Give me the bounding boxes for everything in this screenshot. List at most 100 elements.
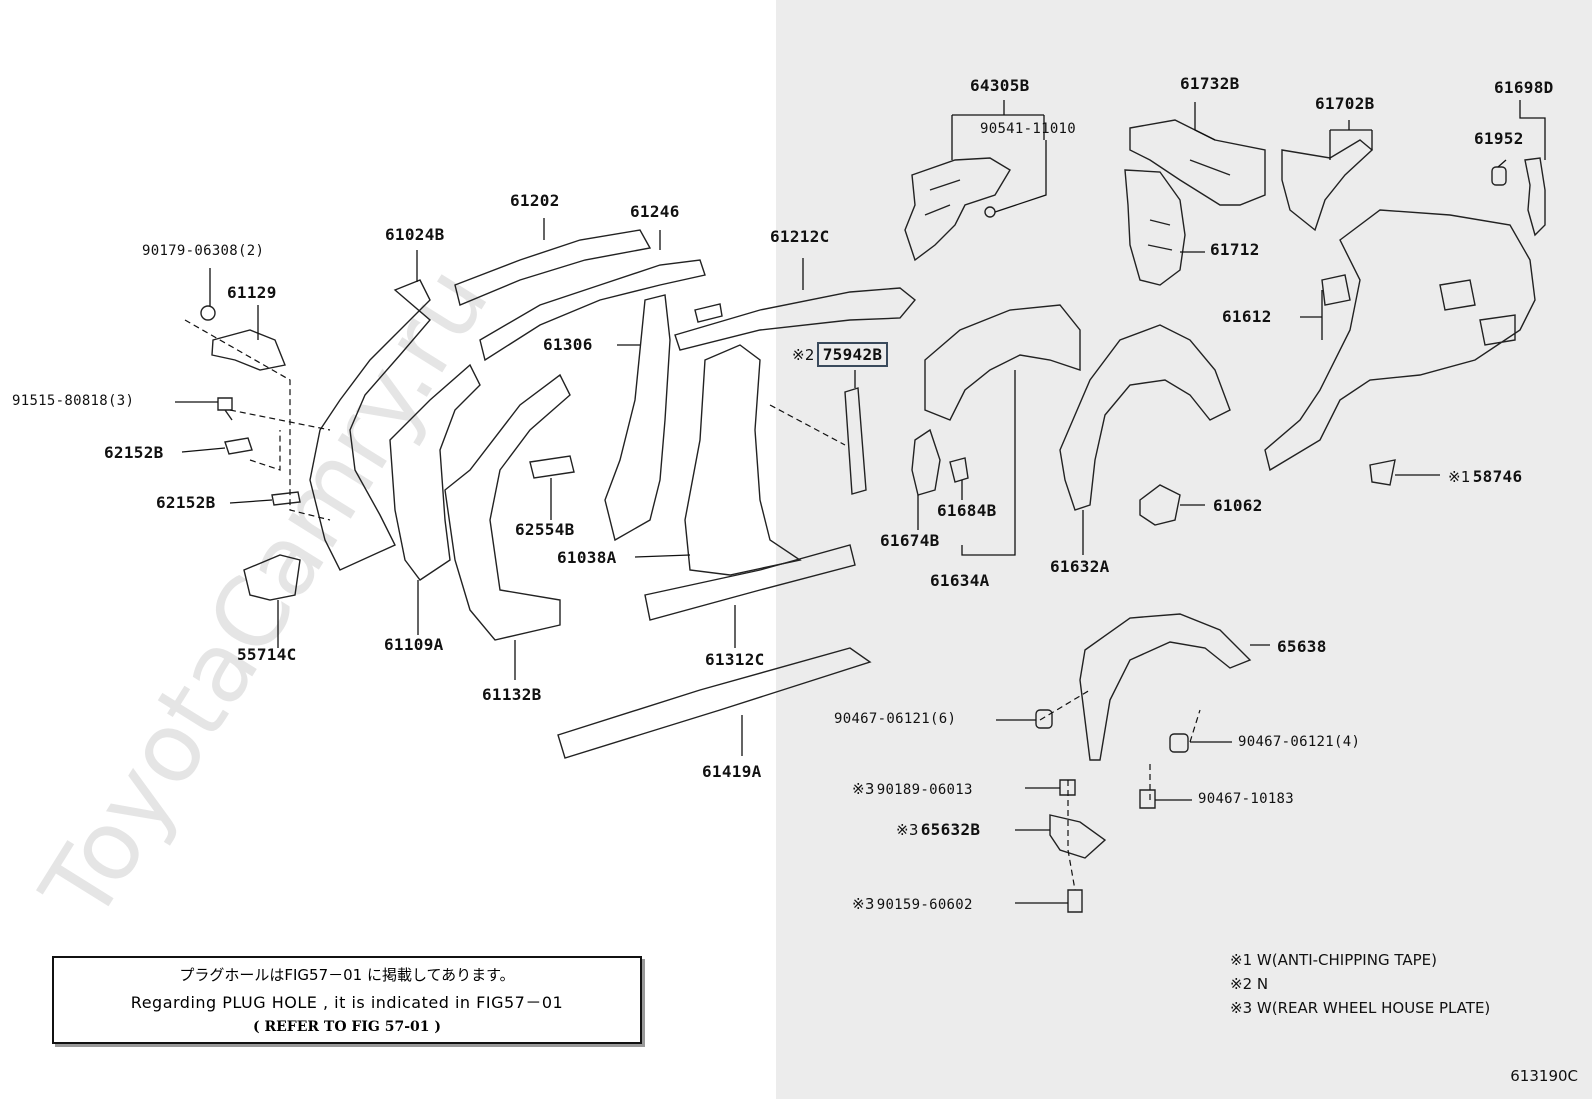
label-61038A[interactable]: 61038A: [557, 548, 617, 567]
part-61732B-shape: [1129, 119, 1266, 206]
label-61132B[interactable]: 61132B: [482, 685, 542, 704]
label-91515-80818[interactable]: 91515-80818(3): [12, 393, 135, 409]
part-61632A-shape: [1059, 324, 1231, 511]
mark-90159: ※3: [852, 895, 875, 913]
label-61024B[interactable]: 61024B: [385, 225, 445, 244]
part-61312C-shape: [644, 544, 856, 621]
label-90467-06121-6[interactable]: 90467-06121(6): [834, 711, 957, 727]
label-58746[interactable]: 58746: [1472, 467, 1523, 486]
part-90467-10183-shape: [1139, 789, 1156, 809]
label-61419A[interactable]: 61419A: [702, 762, 762, 781]
part-61038A-shape: [684, 344, 802, 576]
label-90541-11010[interactable]: 90541-11010: [980, 121, 1077, 137]
part-61674B-shape: [911, 428, 941, 496]
label-64305B[interactable]: 64305B: [970, 76, 1030, 95]
mark-75942B: ※2: [792, 346, 815, 364]
mark-58746: ※1: [1448, 468, 1471, 486]
part-61419A-shape: [557, 647, 872, 759]
label-90467-06121-4[interactable]: 90467-06121(4): [1238, 734, 1361, 750]
part-65632B-shape: [1049, 814, 1107, 859]
label-90189-06013[interactable]: 90189-06013: [876, 782, 973, 798]
part-61129-shape: [211, 329, 286, 371]
label-61312C[interactable]: 61312C: [705, 650, 765, 669]
plug-hole-note: プラグホールはFIG57－01 に掲載してあります。 Regarding PLU…: [52, 956, 642, 1044]
part-61202-shape: [454, 229, 652, 306]
part-91515-shape: [217, 397, 233, 421]
part-61246-shape: [479, 259, 706, 362]
part-58746-shape: [1369, 459, 1396, 486]
part-61612-shape: [1264, 209, 1536, 472]
part-61634A-shape: [924, 304, 1081, 421]
label-61246[interactable]: 61246: [630, 202, 680, 221]
label-61212C[interactable]: 61212C: [770, 227, 830, 246]
part-90179-shape: [200, 305, 216, 321]
part-62554B-shape: [529, 455, 575, 479]
note-refer-link[interactable]: ( REFER TO FIG 57-01 ): [252, 1019, 441, 1035]
label-61712[interactable]: 61712: [1210, 240, 1260, 259]
label-61634A[interactable]: 61634A: [930, 571, 990, 590]
part-61698D-shape: [1524, 157, 1546, 237]
mark-65632B: ※3: [896, 821, 919, 839]
label-90179-06308[interactable]: 90179-06308(2): [142, 243, 265, 259]
part-90189-shape: [1059, 779, 1076, 796]
label-61684B[interactable]: 61684B: [937, 501, 997, 520]
note-japanese: プラグホールはFIG57－01 に掲載してあります。: [179, 966, 515, 984]
part-62152B-1-shape: [224, 437, 253, 455]
part-62152B-2-shape: [271, 491, 301, 506]
part-61212C-shape: [674, 287, 916, 351]
label-90467-10183[interactable]: 90467-10183: [1198, 791, 1295, 807]
part-61702B-shape: [1281, 139, 1374, 232]
part-61132B-shape: [444, 373, 571, 641]
label-61952[interactable]: 61952: [1474, 129, 1524, 148]
part-75942B-shape: [844, 387, 867, 495]
part-61684B-shape: [949, 457, 969, 483]
label-61632A[interactable]: 61632A: [1050, 557, 1110, 576]
label-61062[interactable]: 61062: [1213, 496, 1263, 515]
part-61062-shape: [1139, 484, 1181, 526]
label-61306[interactable]: 61306: [543, 335, 593, 354]
label-65632B[interactable]: 65632B: [920, 820, 981, 839]
part-61306-shape: [604, 294, 671, 542]
label-75942B[interactable]: 75942B: [816, 342, 889, 367]
part-65638-shape: [1079, 613, 1252, 761]
label-61698D[interactable]: 61698D: [1494, 78, 1554, 97]
part-90159-shape: [1067, 889, 1083, 913]
label-61674B[interactable]: 61674B: [880, 531, 940, 550]
label-61612[interactable]: 61612: [1222, 307, 1272, 326]
label-61732B[interactable]: 61732B: [1180, 74, 1240, 93]
footnote-1: ※1 W(ANTI-CHIPPING TAPE): [1230, 951, 1437, 969]
footnote-2: ※2 N: [1230, 975, 1269, 993]
figure-number: 613190C: [1510, 1067, 1578, 1085]
note-english: Regarding PLUG HOLE , it is indicated in…: [130, 993, 564, 1012]
label-90159-60602[interactable]: 90159-60602: [876, 897, 973, 913]
label-61202[interactable]: 61202: [510, 191, 560, 210]
footnotes: ※1 W(ANTI-CHIPPING TAPE) ※2 N ※3 W(REAR …: [1230, 948, 1490, 1020]
part-61952-shape: [1491, 166, 1507, 186]
part-61712-shape: [1124, 169, 1186, 286]
part-61109A-shape: [389, 363, 481, 581]
label-61129[interactable]: 61129: [227, 283, 277, 302]
footnote-3: ※3 W(REAR WHEEL HOUSE PLATE): [1230, 999, 1491, 1017]
label-65638[interactable]: 65638: [1277, 637, 1327, 656]
part-61612-bracket-shape: [1321, 274, 1351, 306]
part-64305B-shape: [904, 157, 1011, 262]
part-90541-shape: [984, 206, 996, 218]
label-55714C[interactable]: 55714C: [237, 645, 297, 664]
part-90467-06121-4-shape: [1169, 733, 1189, 753]
label-62554B[interactable]: 62554B: [515, 520, 575, 539]
label-61109A[interactable]: 61109A: [384, 635, 444, 654]
part-55714C-shape: [243, 554, 301, 601]
mark-90189: ※3: [852, 780, 875, 798]
label-62152B-upper[interactable]: 62152B: [104, 443, 164, 462]
part-90467-06121-6-shape: [1035, 709, 1053, 729]
label-61702B[interactable]: 61702B: [1315, 94, 1375, 113]
label-62152B-lower[interactable]: 62152B: [156, 493, 216, 512]
part-61024B-shape: [309, 279, 431, 571]
